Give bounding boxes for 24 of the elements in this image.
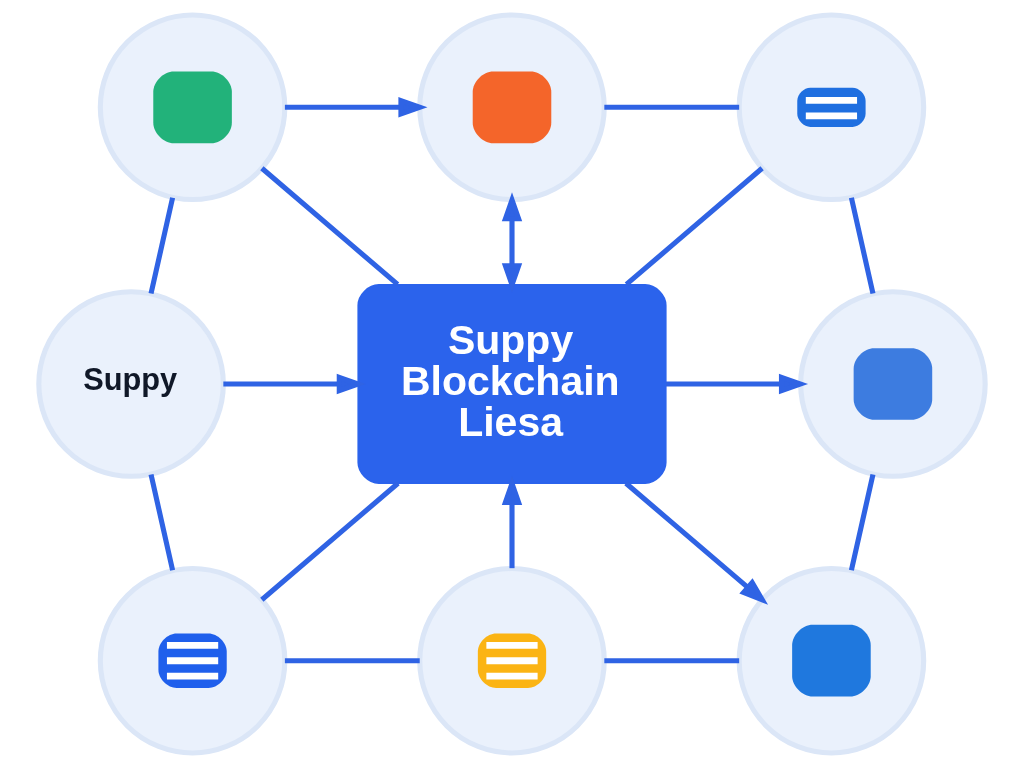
node-circle: Suppy bbox=[36, 289, 226, 479]
connector bbox=[604, 658, 740, 664]
connector bbox=[148, 473, 176, 571]
node-circle bbox=[417, 12, 607, 203]
connector bbox=[848, 197, 876, 295]
connector bbox=[604, 104, 740, 110]
connector bbox=[284, 658, 420, 664]
node-circle bbox=[97, 565, 288, 756]
node-circle bbox=[417, 565, 607, 756]
arrow bbox=[223, 373, 366, 395]
connector bbox=[148, 197, 176, 295]
node-circle bbox=[97, 12, 288, 203]
arrow bbox=[624, 481, 769, 605]
arrow bbox=[501, 475, 523, 569]
arrow bbox=[501, 192, 523, 293]
arrow bbox=[666, 373, 809, 395]
connector bbox=[260, 166, 400, 287]
arrow bbox=[284, 97, 428, 118]
connector bbox=[260, 481, 400, 602]
connector bbox=[848, 473, 876, 571]
node-circle bbox=[798, 289, 988, 479]
node-box: Suppy Blockchain Liesa bbox=[357, 284, 667, 484]
connector bbox=[624, 166, 764, 287]
node-circle bbox=[736, 12, 927, 203]
